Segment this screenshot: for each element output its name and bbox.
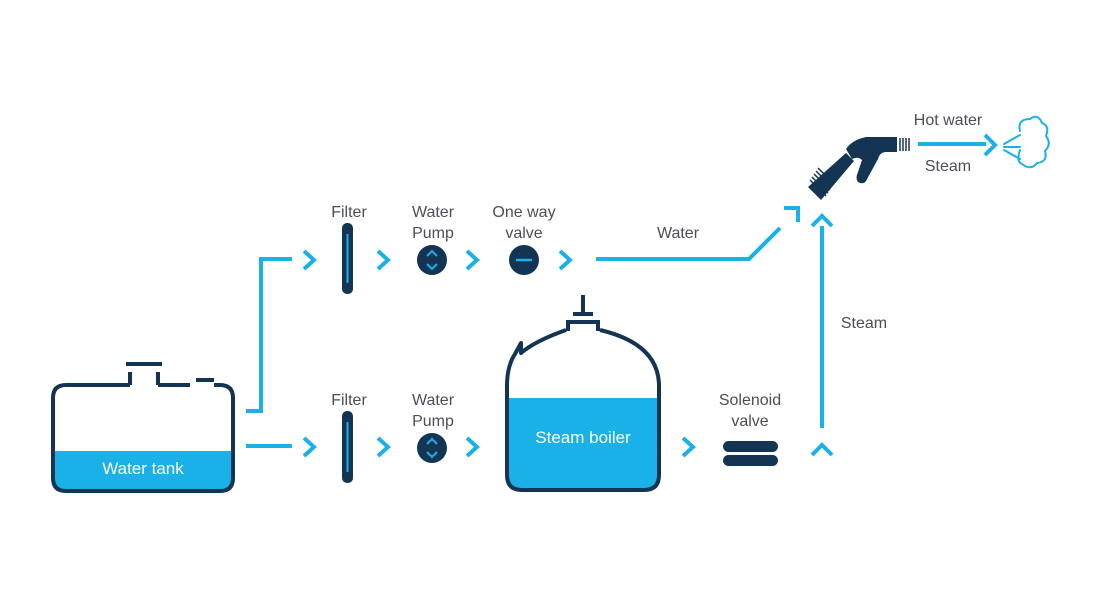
nozzle-tip [899, 138, 910, 151]
nozzle-grip [809, 167, 835, 197]
flow-lines [246, 142, 986, 448]
steam-cloud-icon [1003, 115, 1050, 169]
arrow-right-icon [558, 249, 573, 271]
steam-vertical-label: Steam [841, 315, 887, 332]
arrow-up-icon [810, 213, 834, 228]
diagram-labels: Filter Water Pump One way valve Water Fi… [331, 112, 983, 430]
pump-top-label-line1: Water [412, 204, 455, 221]
water-tank-body [51, 383, 235, 493]
solenoid-valve-label-line2: valve [731, 413, 768, 430]
steam-boiler-valve [566, 295, 600, 331]
water-tank-label: Water tank [102, 459, 184, 478]
pump-bottom-label-line2: Pump [412, 413, 454, 430]
steam-boiler-icon: Steam boiler [505, 295, 661, 492]
arrow-right-icon [681, 436, 696, 458]
one-way-valve-icon [509, 245, 539, 275]
flow-arrows [302, 133, 998, 458]
arrow-up-icon [810, 442, 834, 457]
pump-top-label-line2: Pump [412, 225, 454, 242]
arrow-right-icon [302, 249, 317, 271]
steam-boiler-label: Steam boiler [535, 428, 631, 447]
water-tank-water [53, 451, 233, 491]
arrow-right-icon [983, 133, 998, 157]
steam-boiler-body [505, 328, 661, 492]
water-label: Water [657, 225, 700, 242]
water-tank-cap [126, 362, 214, 387]
oneway-valve-label-line1: One way [492, 204, 555, 221]
solenoid-valve-icon [723, 441, 778, 466]
arrow-up-right-icon [784, 206, 800, 222]
water-line [596, 226, 782, 261]
pump-bottom-label-line1: Water [412, 392, 455, 409]
water-pump-bottom-icon [417, 433, 447, 463]
nozzle-handle [846, 137, 897, 184]
spray-nozzle-icon [808, 137, 910, 200]
arrow-right-icon [465, 249, 480, 271]
oneway-valve-label-line2: valve [505, 225, 542, 242]
arrow-right-icon [376, 436, 391, 458]
tank-to-top-branch-line [246, 257, 292, 413]
arrow-right-icon [465, 436, 480, 458]
nozzle-wand [808, 153, 854, 200]
hot-water-label: Hot water [914, 112, 983, 129]
steam-out-label: Steam [925, 158, 971, 175]
water-tank-icon: Water tank [51, 362, 235, 493]
filter-bottom-label: Filter [331, 392, 367, 409]
steam-boiler-water [507, 398, 659, 490]
arrow-right-icon [376, 249, 391, 271]
water-pump-top-icon [417, 245, 447, 275]
solenoid-valve-label-line1: Solenoid [719, 392, 781, 409]
arrow-right-icon [302, 436, 317, 458]
filter-bottom-icon [342, 411, 353, 483]
filter-top-label: Filter [331, 204, 367, 221]
filter-top-icon [342, 223, 353, 294]
